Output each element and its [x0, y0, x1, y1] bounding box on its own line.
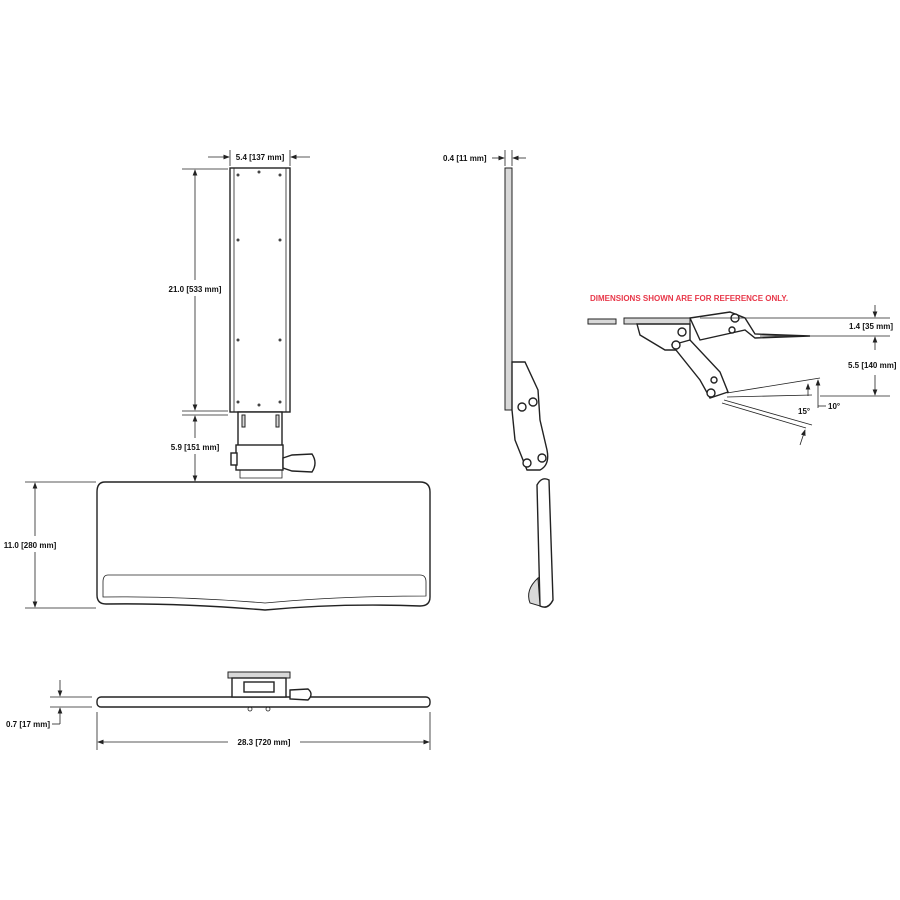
dim-mount-height: 5.9 [151 mm] [171, 443, 220, 452]
front-view: 5.4 [137 mm] 21.0 [533 mm] 5.9 [151 mm] … [4, 150, 431, 611]
dim-height-down: 5.5 [140 mm] [848, 361, 897, 370]
arm-lowered [670, 339, 729, 399]
wrist-rest [102, 574, 427, 604]
tray-side [536, 478, 554, 608]
dim-rail-height: 21.0 [533 mm] [169, 285, 222, 294]
rail [229, 167, 291, 413]
reference-note: DIMENSIONS SHOWN ARE FOR REFERENCE ONLY. [590, 294, 788, 303]
dim-height-up: 1.4 [35 mm] [849, 322, 893, 331]
tilt-positive: 10° [828, 402, 840, 411]
side-view: 0.4 [11 mm] [443, 150, 554, 608]
dim-tray-thickness: 0.7 [17 mm] [6, 720, 50, 729]
tray-edge [96, 696, 431, 708]
lock-knob[interactable] [282, 453, 316, 473]
mechanism-side [511, 361, 549, 471]
dim-tray-width: 28.3 [720 mm] [238, 738, 291, 747]
rail-side [504, 167, 513, 411]
bottom-view: 0.7 [17 mm] 28.3 [720 mm] [6, 671, 431, 750]
keyboard-tray [96, 481, 431, 611]
dim-rail-width: 5.4 [137 mm] [236, 153, 285, 162]
tilt-negative: 15° [798, 407, 810, 416]
dim-tray-depth: 11.0 [280 mm] [4, 541, 57, 550]
rail-screws [236, 170, 282, 407]
range-view: DIMENSIONS SHOWN ARE FOR REFERENCE ONLY.… [587, 294, 897, 446]
mechanism-block [235, 444, 284, 471]
dim-rail-thickness: 0.4 [11 mm] [443, 154, 487, 163]
